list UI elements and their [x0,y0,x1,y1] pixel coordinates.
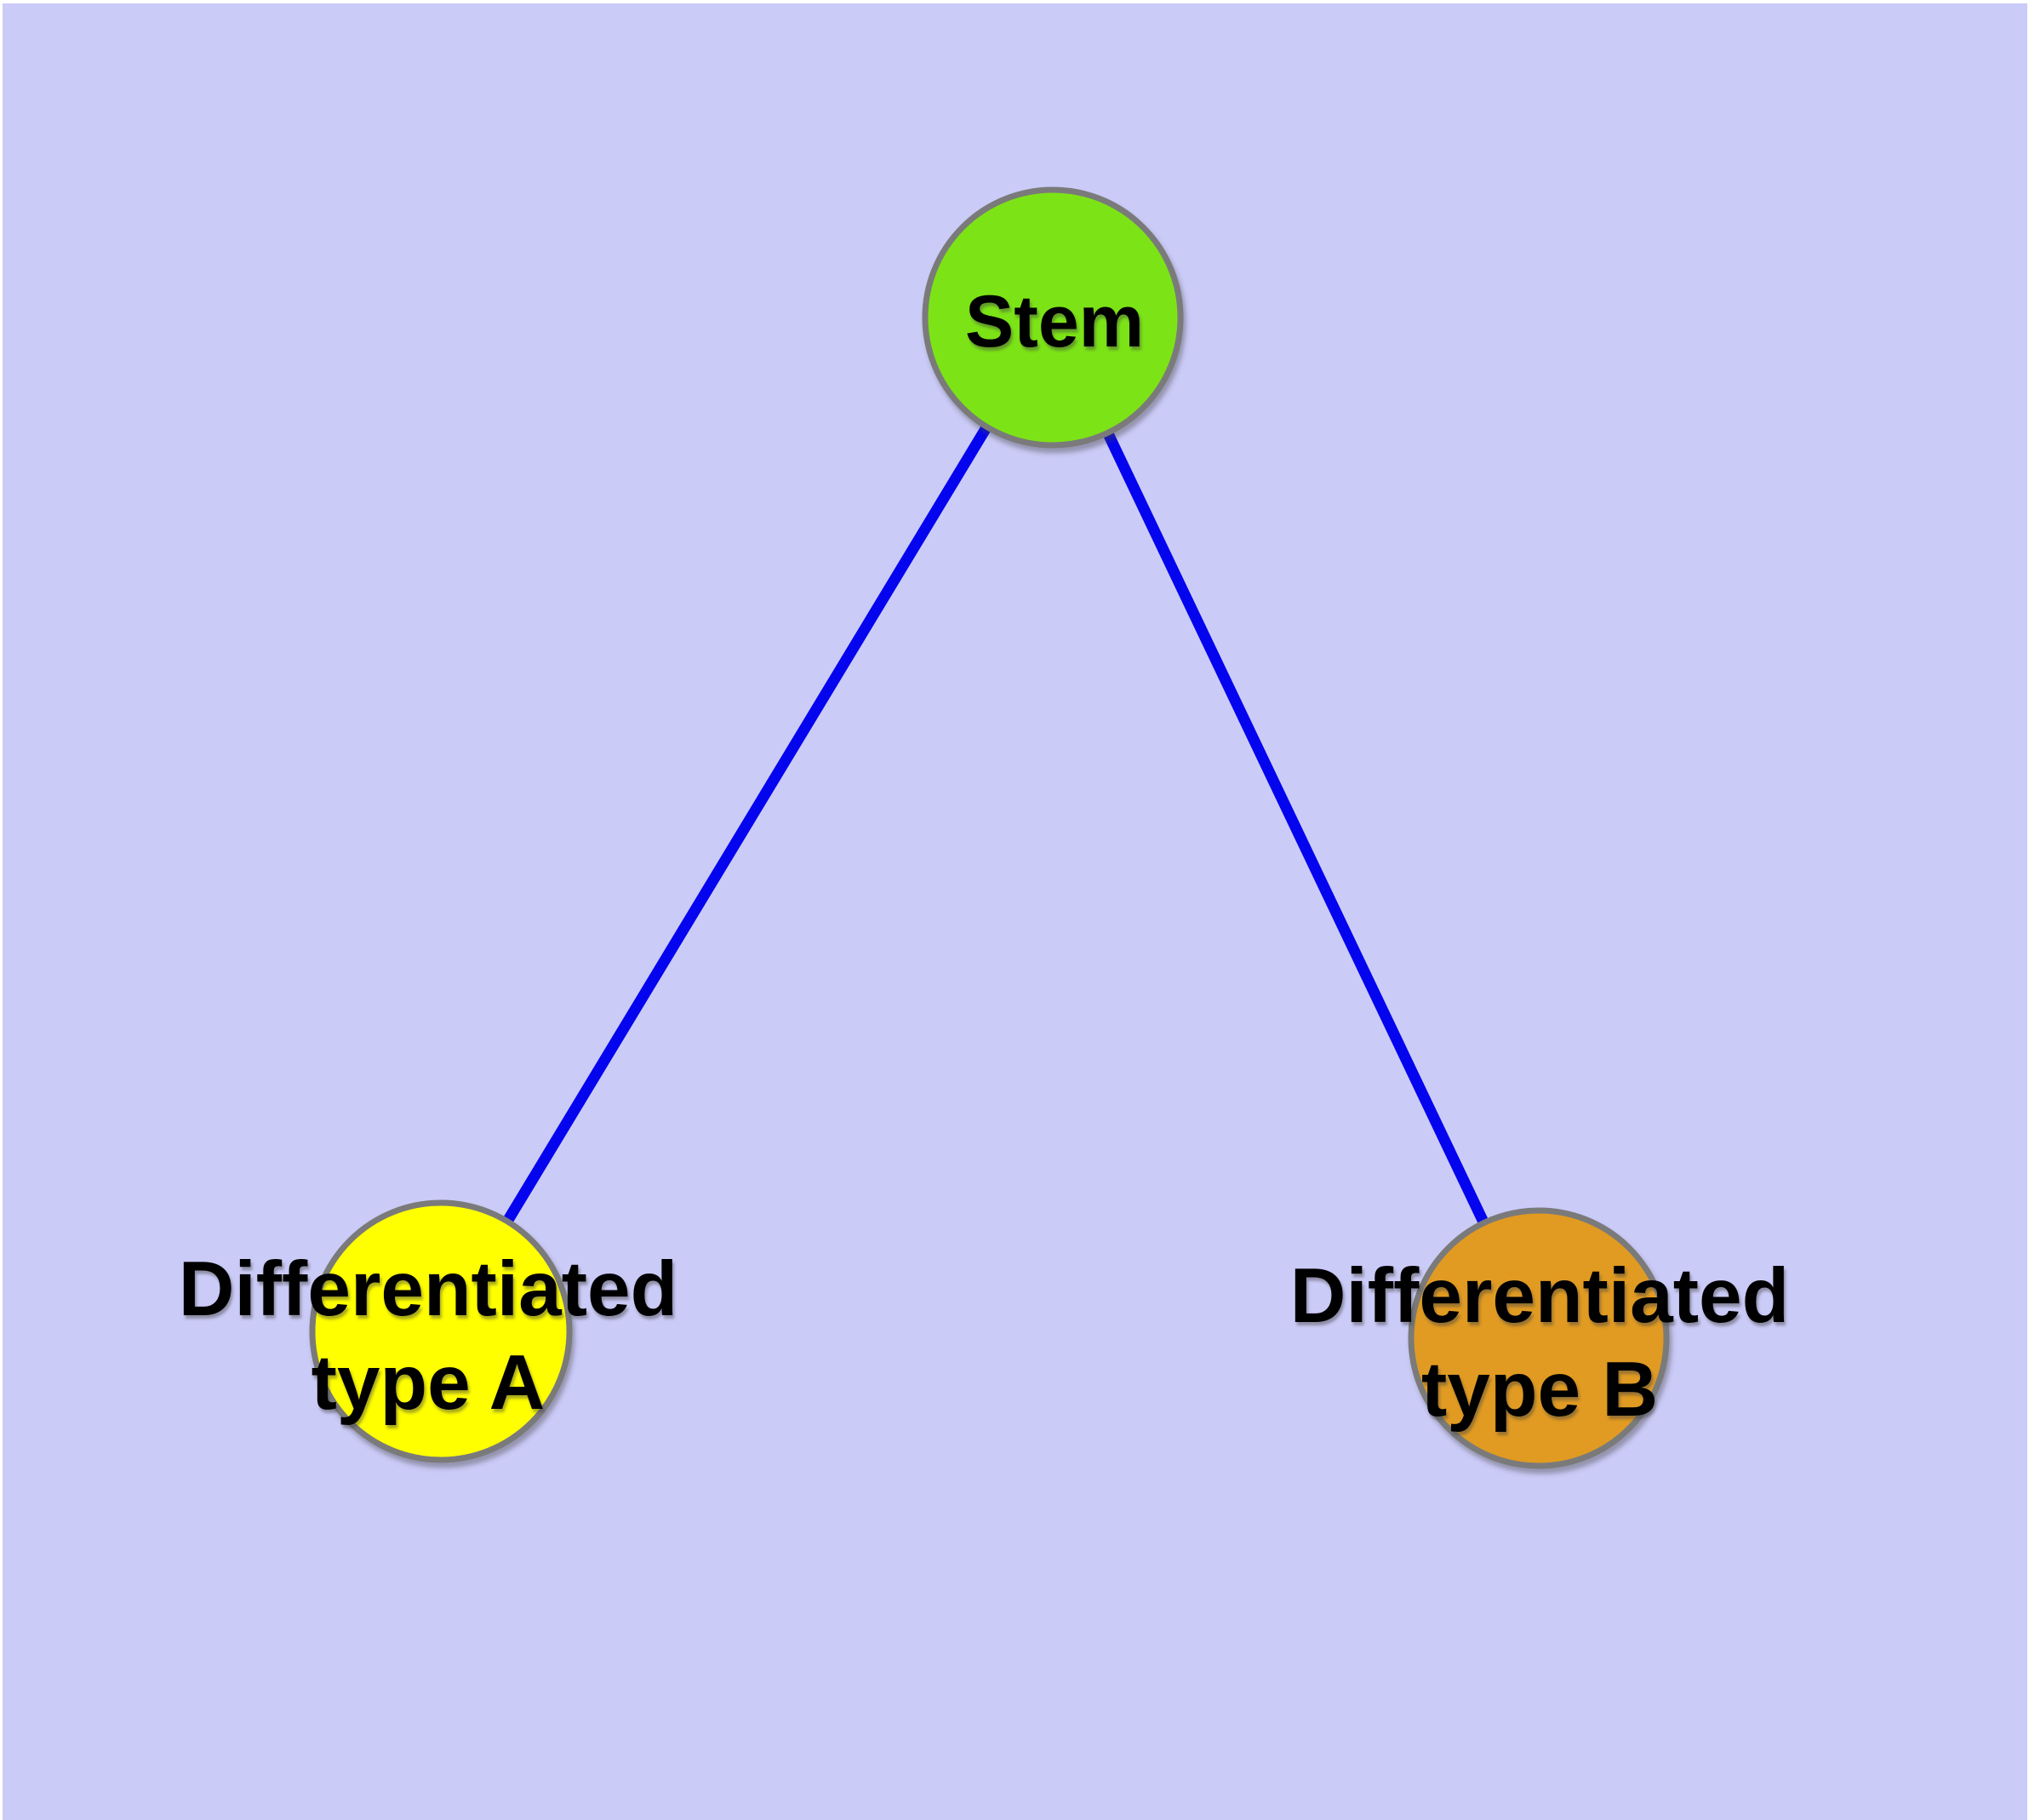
differentiated-type-a-label-line2: type A [311,1340,546,1426]
differentiated-type-a-label-line1: Differentiated [179,1246,678,1332]
node-stem[interactable]: Stem [922,186,1184,449]
edge-stem-to-type-b [1048,315,1544,1341]
differentiated-type-a-node-circle[interactable] [309,1199,573,1463]
stem-node-label: Stem [965,281,1144,363]
edge-stem-to-type-a [436,314,1058,1335]
edge-layer [436,314,1544,1341]
node-differentiated-type-b[interactable]: Differentiated type B [1290,1207,1790,1469]
differentiated-type-b-label-line2: type B [1421,1347,1658,1433]
stem-node-circle[interactable] [922,186,1184,449]
differentiated-type-b-label-line1: Differentiated [1290,1253,1790,1339]
differentiated-type-b-node-circle[interactable] [1408,1207,1670,1469]
node-differentiated-type-a[interactable]: Differentiated type A [179,1199,678,1463]
